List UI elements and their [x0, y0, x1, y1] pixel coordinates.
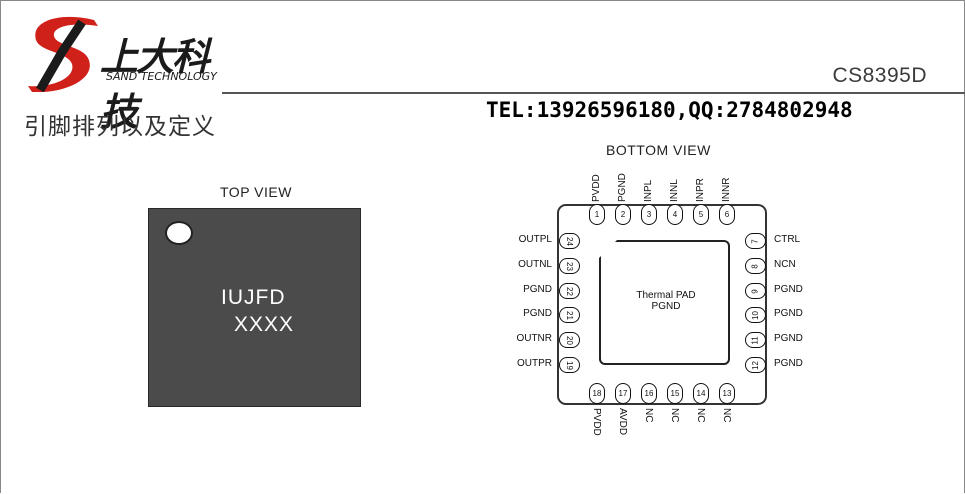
pin-label-16: NC — [643, 408, 654, 423]
pin-number-11: 11 — [751, 335, 760, 345]
pin-label-10: PGND — [774, 308, 803, 319]
thermal-pad-line1: Thermal PAD — [636, 290, 696, 301]
pin-number-12: 12 — [751, 360, 760, 370]
pin-label-17: AVDD — [617, 408, 628, 436]
pin-18: 18 — [589, 383, 605, 404]
pin-label-11: PGND — [774, 333, 803, 344]
pin-5: 5 — [693, 204, 709, 225]
pin-number-9: 9 — [750, 288, 760, 294]
pin-label-7: CTRL — [774, 234, 801, 245]
pin-label-23: OUTNL — [518, 259, 552, 270]
pin-number-13: 13 — [722, 389, 732, 398]
section-title: 引脚排列以及定义 — [24, 114, 216, 140]
pin-label-24: OUTPL — [518, 234, 552, 245]
pin-number-23: 23 — [565, 261, 574, 271]
thermal-pad-line2: PGND — [651, 301, 681, 312]
pin-number-5: 5 — [698, 210, 704, 219]
pin-6: 6 — [719, 204, 735, 225]
pin-number-24: 24 — [565, 236, 574, 246]
pin-number-3: 3 — [646, 210, 652, 219]
pin-16: 16 — [641, 383, 657, 404]
pin-label-9: PGND — [774, 284, 803, 295]
pin-23: 23 — [559, 258, 580, 274]
header-divider — [222, 92, 965, 94]
bottom-view-label: BOTTOM VIEW — [606, 142, 711, 158]
top-view-label: TOP VIEW — [220, 184, 292, 200]
bottom-view-package: Thermal PAD PGND — [557, 204, 767, 405]
chip-marking-line2: XXXX — [234, 313, 295, 336]
part-number: CS8395D — [832, 64, 927, 87]
pin-number-18: 18 — [592, 389, 602, 398]
pin-number-2: 2 — [620, 210, 626, 219]
pin-4: 4 — [667, 204, 683, 225]
pin-number-7: 7 — [750, 238, 760, 244]
pin-label-4: INNL — [669, 179, 680, 202]
logo-chinese-text: 上大科技 — [100, 35, 210, 134]
chip-marking-line1: IUJFD — [221, 286, 286, 309]
pin-2: 2 — [615, 204, 631, 225]
pin-22: 22 — [559, 283, 580, 299]
pin-17: 17 — [615, 383, 631, 404]
pin-21: 21 — [559, 307, 580, 323]
pin-label-21: PGND — [523, 308, 552, 319]
pin-15: 15 — [667, 383, 683, 404]
pin-label-18: PVDD — [591, 408, 602, 436]
pin-label-20: OUTNR — [516, 333, 552, 344]
pin-number-20: 20 — [565, 335, 574, 345]
pin-label-22: PGND — [523, 284, 552, 295]
pin-label-13: NC — [721, 408, 732, 423]
pin-3: 3 — [641, 204, 657, 225]
thermal-pad-label: Thermal PAD PGND — [616, 290, 716, 312]
pin-number-19: 19 — [565, 360, 574, 370]
pin-14: 14 — [693, 383, 709, 404]
pin1-marker — [165, 221, 193, 245]
pin-label-15: NC — [669, 408, 680, 423]
pin-number-15: 15 — [670, 389, 680, 398]
thermal-pad — [599, 240, 730, 365]
company-logo: 上大科技 SAND TECHNOLOGY — [22, 10, 222, 134]
pin-20: 20 — [559, 332, 580, 348]
pin-10: 10 — [745, 307, 766, 323]
pin-label-1: PVDD — [591, 174, 602, 202]
pin-label-5: INPR — [695, 178, 706, 202]
pin-label-19: OUTPR — [517, 358, 552, 369]
pin-number-21: 21 — [565, 310, 574, 320]
pin-number-10: 10 — [751, 310, 760, 320]
pin-8: 8 — [745, 258, 766, 274]
pin-number-22: 22 — [565, 286, 574, 296]
pin-label-8: NCN — [774, 259, 796, 270]
pin-number-17: 17 — [618, 389, 628, 398]
pin-13: 13 — [719, 383, 735, 404]
pin-label-2: PGND — [617, 173, 628, 202]
pin-label-14: NC — [695, 408, 706, 423]
pin-11: 11 — [745, 332, 766, 348]
pin-24: 24 — [559, 233, 580, 249]
pin-1: 1 — [589, 204, 605, 225]
pin-7: 7 — [745, 233, 766, 249]
pin-number-8: 8 — [750, 263, 760, 269]
pin-number-14: 14 — [696, 389, 706, 398]
pin-number-16: 16 — [644, 389, 654, 398]
logo-english-text: SAND TECHNOLOGY — [106, 70, 217, 83]
pin-label-3: INPL — [643, 179, 654, 202]
pin-label-6: INNR — [721, 177, 732, 202]
pin-label-12: PGND — [774, 358, 803, 369]
pin-19: 19 — [559, 357, 580, 373]
logo-s-mark — [28, 17, 98, 92]
top-view-chip: IUJFD XXXX — [148, 208, 361, 407]
contact-info: TEL:13926596180,QQ:2784802948 — [486, 98, 853, 122]
pin-12: 12 — [745, 357, 766, 373]
pin-number-1: 1 — [594, 210, 600, 219]
pin-number-6: 6 — [724, 210, 730, 219]
pin-number-4: 4 — [672, 210, 678, 219]
pin-9: 9 — [745, 283, 766, 299]
